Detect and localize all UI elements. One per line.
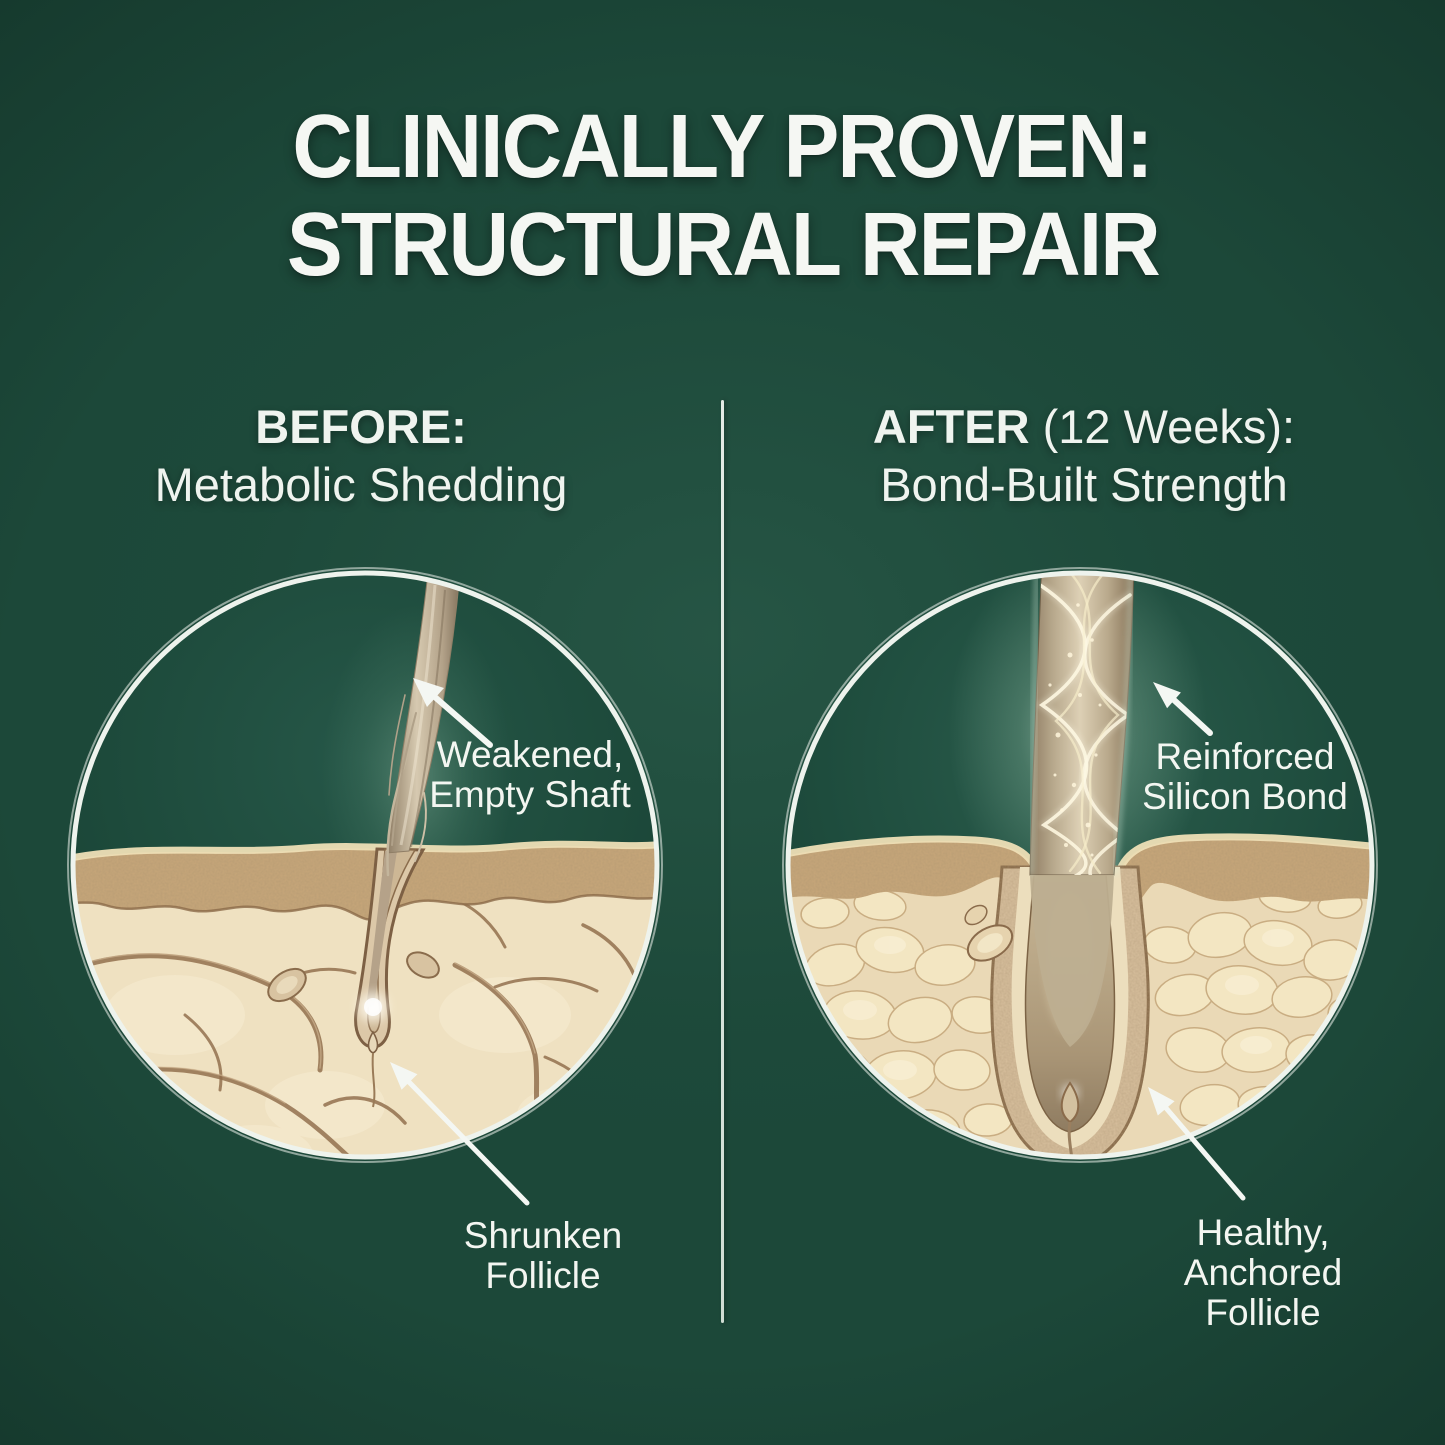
label-healthy-line1: Healthy, xyxy=(1197,1212,1330,1253)
arrow-head xyxy=(1153,682,1181,709)
after-circle-content xyxy=(788,573,1372,1157)
sebaceous-gland-inner xyxy=(977,933,1003,953)
before-heading: BEFORE: Metabolic Shedding xyxy=(0,398,722,515)
epidermis xyxy=(73,846,657,920)
arrow-head xyxy=(1148,1087,1175,1116)
annotation-weakened-shaft: Weakened, Empty Shaft xyxy=(413,678,631,815)
hair-root xyxy=(366,851,397,1007)
sebaceous-gland-left-inner xyxy=(276,976,298,994)
page-title-line2: STRUCTURAL REPAIR xyxy=(286,195,1160,296)
circle-ring-outer xyxy=(782,567,1378,1163)
silicon-bond-lattice xyxy=(1035,573,1134,875)
after-illustration: Reinforced Silicon Bond Healthy, Anchore… xyxy=(782,567,1378,1333)
hair-shaft-streak-dark xyxy=(410,589,446,848)
annotation-healthy-follicle: Healthy, Anchored Follicle xyxy=(1148,1087,1342,1333)
hair-shaft xyxy=(1028,573,1135,1047)
epidermis xyxy=(788,838,1372,937)
label-weakened-line2: Empty Shaft xyxy=(429,774,631,815)
after-heading-rest: (12 Weeks): xyxy=(1029,400,1296,453)
before-illustration: Weakened, Empty Shaft Shrunken Follicle xyxy=(67,567,663,1296)
label-shrunken-line1: Shrunken xyxy=(464,1215,622,1256)
skin-surface-highlight xyxy=(73,840,657,863)
annotation-shrunken-follicle: Shrunken Follicle xyxy=(390,1062,622,1296)
circle-ring xyxy=(785,570,1375,1160)
page-title-line1: CLINICALLY PROVEN: xyxy=(292,97,1154,197)
hair-shaft-streak-light xyxy=(399,584,437,846)
arrow-head xyxy=(413,678,444,707)
arrow-line xyxy=(1163,1105,1246,1201)
label-healthy-line2: Anchored xyxy=(1184,1252,1342,1293)
after-heading-bold: AFTER xyxy=(872,400,1030,453)
sebaceous-gland-lobe xyxy=(964,904,988,926)
label-weakened-line1: Weakened, xyxy=(437,734,624,775)
column-divider xyxy=(721,400,724,1323)
label-healthy-line3: Follicle xyxy=(1205,1292,1320,1333)
annotation-reinforced-bond: Reinforced Silicon Bond xyxy=(1142,682,1348,817)
shaft-rim-light-right xyxy=(1112,573,1134,876)
hair-shaft-root xyxy=(1030,875,1114,1047)
fat-lobule-highlights xyxy=(843,929,1294,1080)
label-reinforced-line2: Silicon Bond xyxy=(1142,776,1348,817)
follicle xyxy=(267,847,440,1108)
circle-ring xyxy=(70,570,660,1160)
frayed-fibers xyxy=(386,694,427,877)
arrow-line xyxy=(1171,697,1213,736)
sebaceous-gland-right xyxy=(406,951,440,979)
before-heading-bold: BEFORE: xyxy=(255,400,467,453)
papilla-thread xyxy=(371,1052,376,1108)
skin-surface-highlight xyxy=(788,833,1372,871)
label-reinforced-line1: Reinforced xyxy=(1156,736,1335,777)
after-heading-sub: Bond-Built Strength xyxy=(880,458,1288,512)
bulb-fluff-core xyxy=(364,998,382,1016)
epidermis-lower-outline xyxy=(73,894,657,921)
shaft-rim-light-left xyxy=(1028,573,1040,876)
after-heading: AFTER (12 Weeks): Bond-Built Strength xyxy=(723,398,1445,515)
arrow-head xyxy=(390,1062,418,1090)
label-shrunken-line2: Follicle xyxy=(485,1255,600,1296)
page-title: CLINICALLY PROVEN: STRUCTURAL REPAIR xyxy=(0,98,1445,294)
circle-ring-outer xyxy=(67,567,663,1163)
before-heading-sub: Metabolic Shedding xyxy=(154,458,568,512)
arrow-line xyxy=(433,695,493,748)
hair-shaft xyxy=(386,573,462,877)
bond-sparkles xyxy=(1048,603,1102,857)
arrow-line xyxy=(406,1079,530,1206)
